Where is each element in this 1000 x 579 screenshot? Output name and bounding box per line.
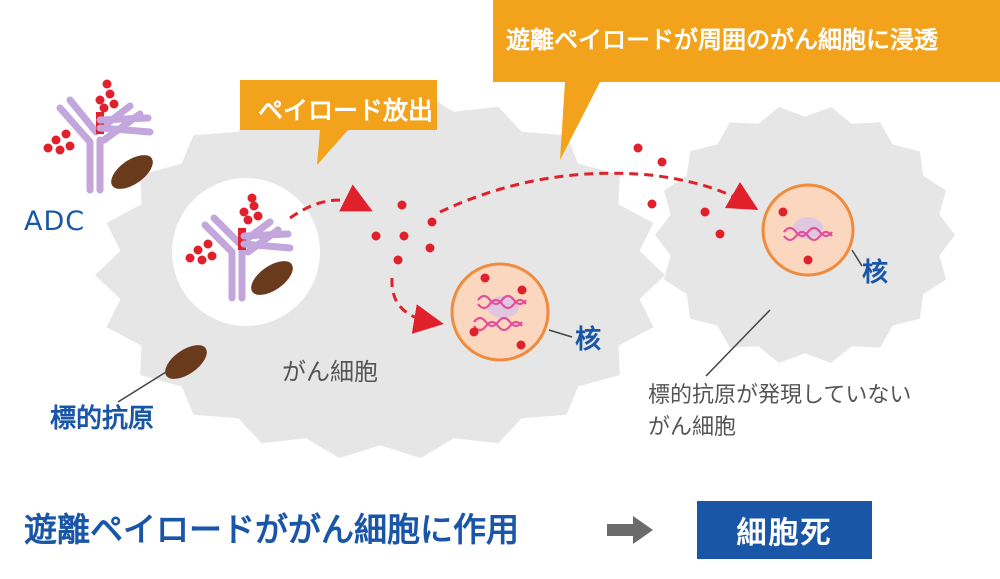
target-antigen-shape [165, 345, 207, 379]
adc-label: ADC [24, 206, 86, 237]
adc-molecule-internalized [185, 193, 294, 302]
callout-payload-release [240, 80, 437, 165]
antigen-negative-cell-label: 標的抗原が発現していない がん細胞 [648, 380, 911, 444]
target-antigen-label: 標的抗原 [50, 404, 155, 434]
nucleus-label-1: 核 [575, 325, 602, 355]
antigen-negative-cell-label-line1: 標的抗原が発現していない [648, 383, 912, 408]
cell-death-box: 細胞死 [697, 501, 872, 559]
negative-cell-leader [705, 309, 771, 377]
bottom-statement: 遊離ペイロードががん細胞に作用 [24, 510, 519, 549]
cancer-cell-label: がん細胞 [282, 358, 378, 386]
nucleus-1 [450, 262, 550, 362]
callout-bystander-spread-text: 遊離ペイロードが周囲のがん細胞に浸透 [506, 26, 938, 54]
nucleus-label-2: 核 [862, 258, 889, 288]
callout-payload-release-text: ペイロード放出 [258, 96, 434, 125]
nucleus-2-leader [851, 249, 863, 267]
antigen-negative-cell-label-line2: がん細胞 [648, 414, 737, 440]
target-antigen-leader [117, 371, 167, 403]
antigen-on-adc [111, 155, 153, 189]
nucleus-2 [761, 183, 855, 277]
nucleus-1-leader [548, 329, 573, 338]
free-payload-dots [371, 143, 725, 265]
antigen-internalized [251, 261, 293, 295]
arrow-to-nucleus [390, 277, 444, 334]
arrow-bystander [439, 171, 759, 214]
adc-molecule-free [43, 79, 154, 194]
callout-bystander-spread [493, 0, 1000, 160]
arrow-release [289, 184, 373, 220]
right-arrow-icon [607, 516, 653, 544]
